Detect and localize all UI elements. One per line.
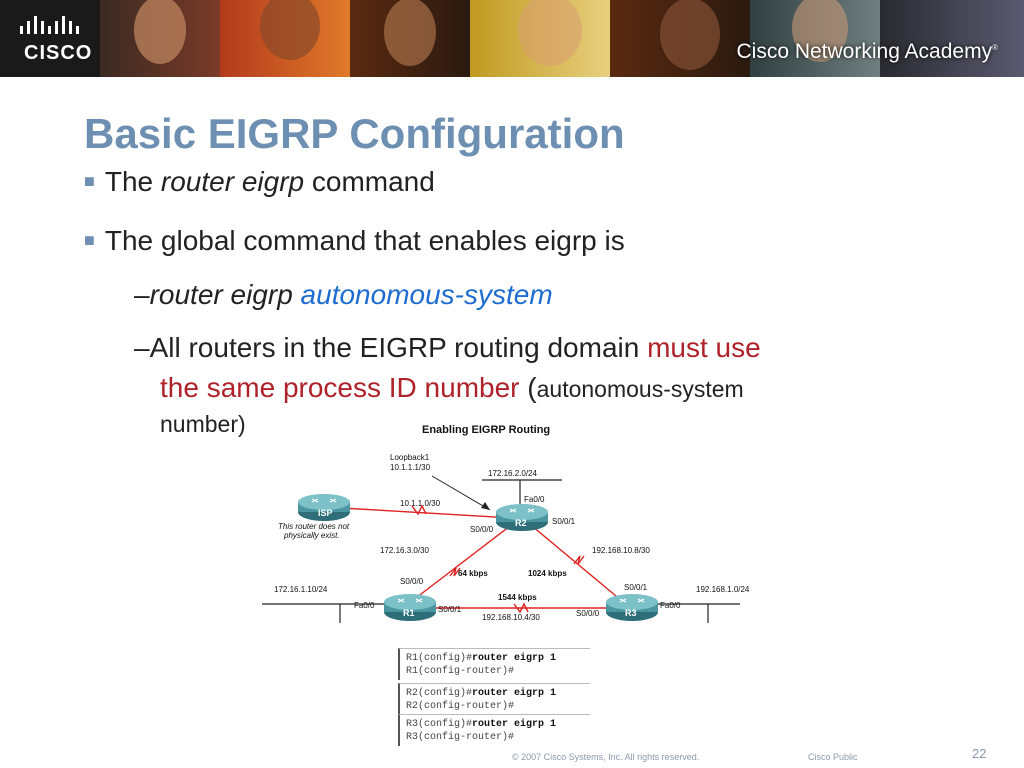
link-r2-r3 [531, 525, 623, 602]
academy-brand: Cisco Networking Academy® [736, 40, 998, 64]
router-label-isp: ISP [318, 508, 333, 518]
loopback-label: Loopback1 [390, 453, 430, 462]
bullet-text-before: The [104, 166, 154, 197]
iface-r1-fa00: Fa0/0 [354, 601, 375, 610]
code-line: R1(config)#router eigrp 1 [406, 652, 590, 665]
code-prompt: R2(config)# [406, 688, 473, 699]
dash-marker: – [134, 332, 150, 363]
iface-r1-s000: S0/0/0 [400, 577, 424, 586]
loopback-arrowhead [481, 502, 490, 510]
bullet-text-after: command [311, 166, 435, 197]
serial-mark-r1-r2 [449, 567, 461, 577]
paren-text: autonomous-system [536, 376, 744, 402]
code-command: router eigrp 1 [472, 688, 557, 699]
code-command: router eigrp 1 [472, 653, 557, 664]
loopback-arrow [431, 475, 491, 511]
bullet-square-icon: ■ [84, 230, 95, 250]
bandwidth-r2-r3: 1024 kbps [528, 569, 567, 578]
eigrp-topology-diagram: Enabling EIGRP Routing ISP R2 R1 [262, 418, 750, 630]
bullet-square-icon: ■ [84, 171, 95, 191]
serial-mark-isp-r2 [411, 504, 427, 516]
code-prompt: R1(config)# [406, 653, 473, 664]
code-line: R3(config)#router eigrp 1 [406, 718, 590, 731]
bullet-text: The global command that enables eigrp is [104, 225, 625, 256]
bandwidth-r1-r2: 64 kbps [458, 569, 488, 578]
iface-r2-fa00: Fa0/0 [524, 495, 545, 504]
slide-title: Basic EIGRP Configuration [84, 110, 625, 157]
code-line: R2(config)#router eigrp 1 [406, 687, 590, 700]
page-number: 22 [972, 746, 987, 761]
iface-r2-s001: S0/0/1 [552, 517, 576, 526]
command-name: router eigrp [149, 279, 293, 310]
bullet-text-italic: router eigrp [160, 166, 305, 197]
sub-bullet-last-line: number) [160, 411, 246, 437]
iface-r2-s000: S0/0/0 [470, 525, 494, 534]
iface-r1-s001: S0/0/1 [438, 605, 462, 614]
router-r2: R2 [496, 504, 548, 531]
network-r2-lan: 172.16.2.0/24 [488, 469, 537, 478]
link-isp-r2 [341, 507, 513, 519]
iface-r3-s001: S0/0/1 [624, 583, 648, 592]
footer-classification: Cisco Public [808, 752, 858, 762]
emphasis-must-use: must use [647, 332, 761, 363]
cisco-bridge-icon [20, 16, 79, 34]
academy-text: Cisco Networking Academy [736, 40, 993, 63]
bandwidth-r1-r3: 1544 kbps [498, 593, 537, 602]
network-r3-lan: 192.168.1.0/24 [696, 585, 750, 594]
registered-mark: ® [992, 43, 998, 52]
bullet-router-eigrp-command: ■ The router eigrp command [84, 166, 435, 198]
bullet-global-command: ■ The global command that enables eigrp i… [84, 225, 625, 257]
network-r1-r2: 172.16.3.0/30 [380, 546, 429, 555]
footer-copyright: © 2007 Cisco Systems, Inc. All rights re… [512, 752, 700, 762]
iface-r3-s000: S0/0/0 [576, 609, 600, 618]
header-banner: CISCO Cisco Networking Academy® [0, 0, 1024, 77]
network-r2-r3: 192.168.10.8/30 [592, 546, 650, 555]
router-label-r3: R3 [625, 608, 637, 618]
cisco-logo: CISCO [14, 14, 98, 64]
command-parameter: autonomous-system [300, 279, 553, 310]
router-label-r2: R2 [515, 518, 527, 528]
isp-note-line1: This router does not [278, 522, 350, 531]
code-line: R1(config-router)# [406, 666, 515, 677]
sub-bullet-continuation: the same process ID number (autonomous-s… [160, 370, 744, 407]
router-label-r1: R1 [403, 608, 415, 618]
router-r1: R1 [384, 594, 436, 621]
sub-bullet-text: All routers in the EIGRP routing domain [149, 332, 640, 363]
router-isp: ISP [298, 494, 350, 521]
serial-mark-r1-r3 [513, 602, 529, 614]
cisco-wordmark: CISCO [24, 42, 93, 64]
code-command: router eigrp 1 [472, 719, 557, 730]
code-block-r3: R3(config)#router eigrp 1 R3(config-rout… [398, 714, 590, 746]
router-r3: R3 [606, 594, 658, 621]
iface-r3-fa00: Fa0/0 [660, 601, 681, 610]
code-block-r2: R2(config)#router eigrp 1 R2(config-rout… [398, 683, 590, 715]
loopback-address: 10.1.1.1/30 [390, 463, 431, 472]
network-r1-r3: 192.168.10.4/30 [482, 613, 540, 622]
code-block-r1: R1(config)#router eigrp 1 R1(config-rout… [398, 648, 590, 680]
diagram-title: Enabling EIGRP Routing [422, 424, 550, 436]
code-prompt: R3(config)# [406, 719, 473, 730]
link-r1-r2 [411, 525, 511, 602]
serial-mark-r2-r3 [573, 555, 585, 565]
student-photo-strip [100, 0, 1024, 77]
code-line: R3(config-router)# [406, 732, 515, 743]
open-paren: ( [527, 372, 537, 403]
dash-marker: – [134, 279, 150, 310]
network-r1-lan: 172.16.1.10/24 [274, 585, 328, 594]
network-isp-r2: 10.1.1.0/30 [400, 499, 441, 508]
sub-bullet-command-syntax: –router eigrp autonomous-system [134, 279, 553, 311]
code-line: R2(config-router)# [406, 701, 515, 712]
emphasis-same-process-id: the same process ID number [160, 372, 520, 403]
sub-bullet-same-process-id: –All routers in the EIGRP routing domain… [134, 332, 761, 364]
isp-note-line2: physically exist. [283, 531, 340, 540]
